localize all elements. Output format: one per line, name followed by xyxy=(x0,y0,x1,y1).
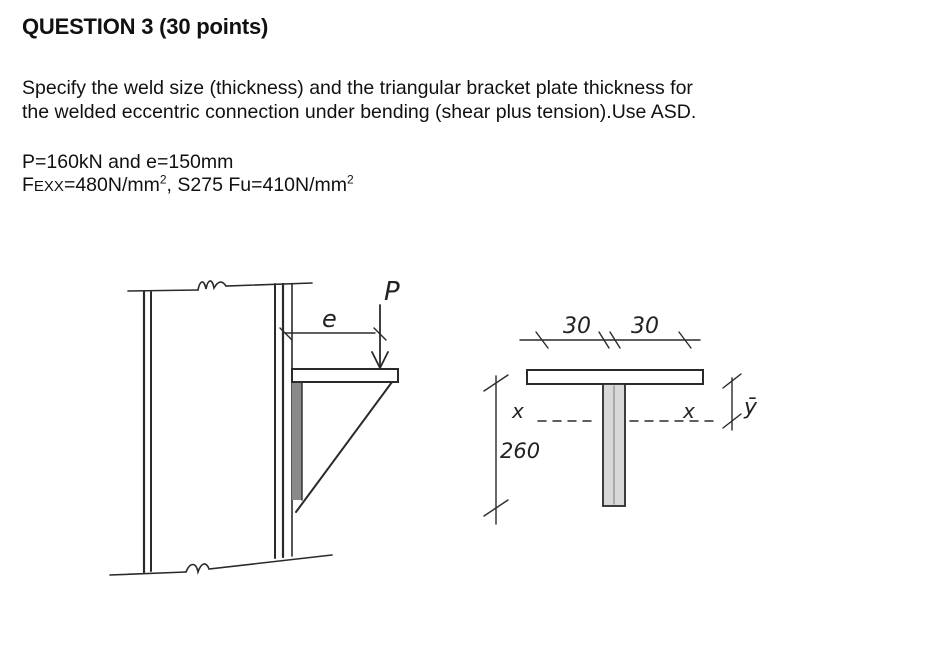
statement-line-1: Specify the weld size (thickness) and th… xyxy=(22,77,693,99)
question-statement: Specify the weld size (thickness) and th… xyxy=(22,76,902,124)
material-line: FEXX=480N/mm2, S275 Fu=410N/mm2 xyxy=(22,174,354,198)
fexx-value: =480N/mm xyxy=(63,174,160,196)
fexx-subscript: EXX xyxy=(33,178,64,195)
neutral-axis xyxy=(537,373,742,431)
width-tick-2 xyxy=(598,331,610,349)
label-e: e xyxy=(322,305,337,333)
statement-line-2: the welded eccentric connection under be… xyxy=(22,101,697,123)
column-bottom-squiggle xyxy=(185,554,333,576)
column-elevation xyxy=(109,280,333,576)
top-plate xyxy=(291,368,399,383)
t-flange xyxy=(526,369,704,385)
column-top-break-line xyxy=(127,289,199,292)
height-tick-bottom xyxy=(483,499,509,517)
dim-right-30: 30 xyxy=(631,314,659,339)
fu-unit-exponent: 2 xyxy=(347,172,354,187)
question-title: QUESTION 3 (30 points) xyxy=(22,14,269,39)
label-ybar: ȳ xyxy=(743,395,758,420)
load-and-eccentricity xyxy=(279,304,389,371)
width-tick-1 xyxy=(535,331,549,349)
fexx-unit-exponent: 2 xyxy=(159,172,167,187)
label-x-right: x xyxy=(682,399,695,423)
height-tick-top xyxy=(483,374,509,392)
weld-shading-vertical xyxy=(292,382,302,500)
given-data: P=160kN and e=150mm FEXX=480N/mm2, S275 … xyxy=(22,151,354,198)
width-tick-3 xyxy=(609,331,621,349)
column-bottom-break-line xyxy=(109,571,187,576)
dim-height-260: 260 xyxy=(500,439,540,463)
ybar-tick-top xyxy=(722,373,742,389)
label-x-left: x xyxy=(511,399,524,423)
label-p: P xyxy=(384,277,400,307)
load-eccentricity-line: P=160kN and e=150mm xyxy=(22,151,234,173)
ecc-tick-right xyxy=(373,327,387,341)
height-dimension xyxy=(483,374,509,525)
column-top-squiggle xyxy=(197,280,313,291)
load-arrow-head xyxy=(371,351,389,371)
steel-grade-text: , S275 Fu=410N/mm xyxy=(166,174,348,196)
width-dimensions xyxy=(519,331,701,349)
ecc-tick-left xyxy=(279,327,293,341)
triangle-diagonal xyxy=(295,381,393,513)
t-section xyxy=(526,369,704,507)
fexx-symbol: F xyxy=(22,174,34,196)
dim-left-30: 30 xyxy=(563,314,591,339)
ybar-tick-bottom xyxy=(722,413,742,429)
bracket-elevation xyxy=(291,368,399,513)
width-tick-4 xyxy=(678,331,692,349)
